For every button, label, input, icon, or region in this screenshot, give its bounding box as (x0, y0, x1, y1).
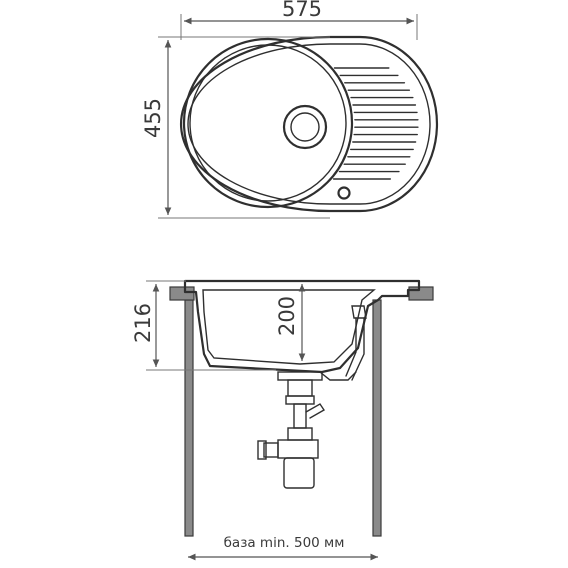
overflow-connector (351, 305, 367, 319)
round-bowl-inner (189, 44, 347, 202)
sink-outer-rim (179, 35, 439, 213)
support-leg-left (184, 299, 194, 537)
support-leg-right (372, 299, 382, 537)
drainer-grooves (332, 67, 419, 180)
drain-siphon-assembly (257, 371, 357, 489)
sink-inner-rim (187, 43, 431, 205)
drain-inner (290, 112, 320, 142)
drain-outer (282, 104, 328, 150)
round-bowl-outer (182, 37, 354, 209)
length-label: 455 (141, 98, 165, 138)
width-label: 575 (282, 0, 322, 21)
top-view: 575 455 (141, 0, 439, 219)
flange-support-left (169, 286, 195, 301)
depth-label: 200 (275, 296, 299, 336)
sink-cross-section-inner (202, 289, 376, 365)
side-view: 216 200 база min. 500 мм (131, 279, 434, 561)
sink-cross-section-outer (183, 279, 421, 374)
overflow-tube (345, 317, 365, 381)
tap-hole (337, 186, 351, 200)
base-label: база min. 500 мм (224, 535, 345, 551)
height-label: 216 (131, 303, 155, 343)
